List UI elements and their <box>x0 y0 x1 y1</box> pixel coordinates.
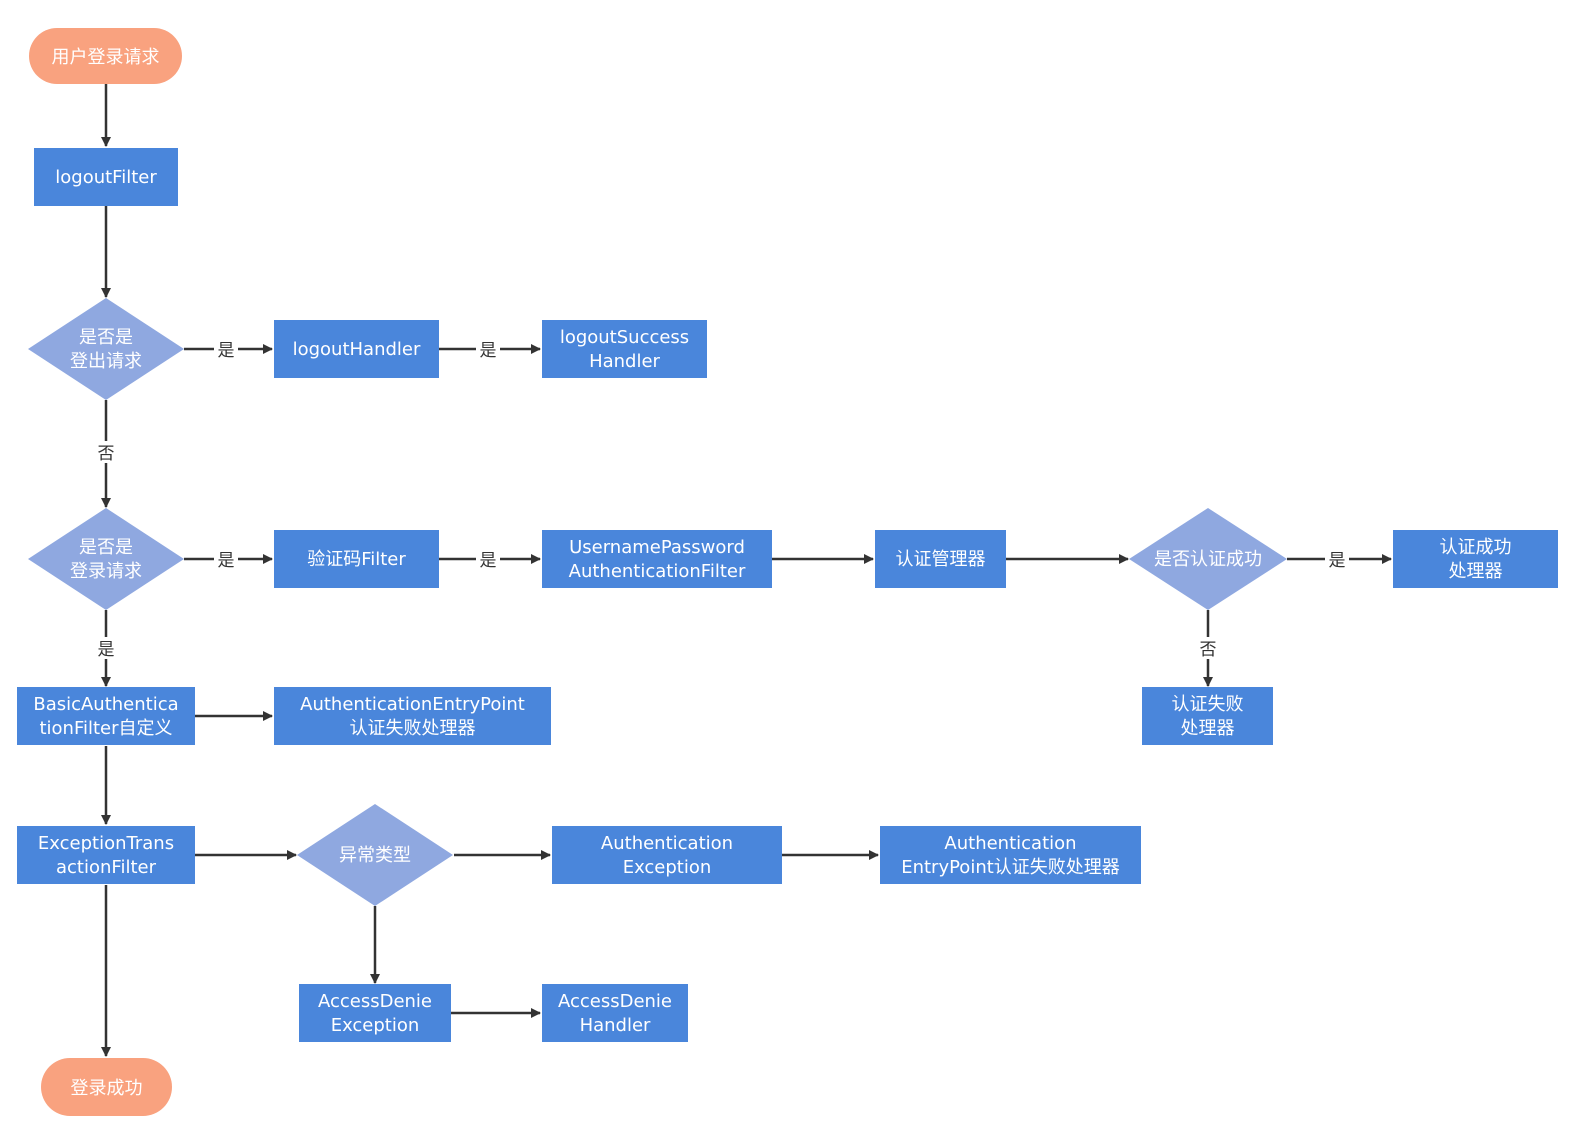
username-password-filter-label-line2: AuthenticationFilter <box>569 561 746 582</box>
edge-label-yes: 是 <box>218 551 235 571</box>
edge-label-yes: 是 <box>480 551 497 571</box>
login-decision-label-line1: 是否是 <box>79 537 133 558</box>
logout-handler-label: logoutHandler <box>293 339 421 360</box>
entry-point-handler-2-label-line2: EntryPoint认证失败处理器 <box>901 857 1120 878</box>
exception-type-decision-node: 异常类型 <box>297 804 453 906</box>
logout-decision-label-line2: 登出请求 <box>70 351 142 372</box>
logout-success-handler-label-line2: Handler <box>589 351 660 372</box>
logout-decision-label-line1: 是否是 <box>79 327 133 348</box>
edge-label-no: 否 <box>1200 640 1217 660</box>
access-denied-handler-label-line1: AccessDenie <box>558 991 672 1012</box>
auth-manager-node: 认证管理器 <box>875 530 1006 588</box>
authentication-exception-label-line2: Exception <box>623 857 712 878</box>
login-decision-label-line2: 登录请求 <box>70 561 142 582</box>
auth-success-handler-node: 认证成功 处理器 <box>1393 530 1558 588</box>
access-denied-exception-label-line1: AccessDenie <box>318 991 432 1012</box>
username-password-filter-label-line1: UsernamePassword <box>569 537 745 558</box>
logout-filter-node: logoutFilter <box>34 148 178 206</box>
edge-label-yes: 是 <box>218 341 235 361</box>
entry-point-handler-node-1: AuthenticationEntryPoint 认证失败处理器 <box>274 687 551 745</box>
entry-point-handler-2-label-line1: Authentication <box>944 833 1076 854</box>
logout-filter-label: logoutFilter <box>55 167 157 188</box>
end-node: 登录成功 <box>41 1058 172 1116</box>
entry-point-handler-1-label-line1: AuthenticationEntryPoint <box>300 694 525 715</box>
auth-success-decision-node: 是否认证成功 <box>1129 508 1287 610</box>
auth-manager-label: 认证管理器 <box>896 549 986 570</box>
start-node: 用户登录请求 <box>29 28 182 84</box>
edge-label-yes: 是 <box>98 640 115 660</box>
exception-translation-filter-label-line1: ExceptionTrans <box>38 833 174 854</box>
captcha-filter-label: 验证码Filter <box>307 549 406 570</box>
auth-success-decision-label: 是否认证成功 <box>1154 549 1262 570</box>
entry-point-handler-1-label-line2: 认证失败处理器 <box>350 718 476 739</box>
basic-auth-filter-node: BasicAuthentica tionFilter自定义 <box>17 687 195 745</box>
auth-failure-handler-label-line1: 认证失败 <box>1172 694 1244 715</box>
entry-point-handler-node-2: Authentication EntryPoint认证失败处理器 <box>880 826 1141 884</box>
basic-auth-filter-label-line1: BasicAuthentica <box>33 694 178 715</box>
authentication-exception-label-line1: Authentication <box>601 833 733 854</box>
start-node-label: 用户登录请求 <box>52 47 160 68</box>
auth-success-handler-label-line2: 处理器 <box>1449 561 1503 582</box>
edge-labels: 是 是 否 是 是 是 否 是 <box>94 338 1349 660</box>
logout-success-handler-node: logoutSuccess Handler <box>542 320 707 378</box>
edge-label-yes: 是 <box>1329 551 1346 571</box>
logout-handler-node: logoutHandler <box>274 320 439 378</box>
access-denied-exception-node: AccessDenie Exception <box>299 984 451 1042</box>
captcha-filter-node: 验证码Filter <box>274 530 439 588</box>
access-denied-exception-label-line2: Exception <box>331 1015 420 1036</box>
auth-failure-handler-label-line2: 处理器 <box>1181 718 1235 739</box>
auth-success-handler-label-line1: 认证成功 <box>1440 537 1512 558</box>
basic-auth-filter-label-line2: tionFilter自定义 <box>39 718 172 739</box>
end-node-label: 登录成功 <box>71 1078 143 1099</box>
logout-decision-node: 是否是 登出请求 <box>28 298 184 400</box>
auth-failure-handler-node: 认证失败 处理器 <box>1142 687 1273 745</box>
exception-translation-filter-node: ExceptionTrans actionFilter <box>17 826 195 884</box>
login-decision-node: 是否是 登录请求 <box>28 508 184 610</box>
access-denied-handler-label-line2: Handler <box>580 1015 651 1036</box>
logout-success-handler-label-line1: logoutSuccess <box>560 327 689 348</box>
access-denied-handler-node: AccessDenie Handler <box>542 984 688 1042</box>
authentication-exception-node: Authentication Exception <box>552 826 782 884</box>
username-password-filter-node: UsernamePassword AuthenticationFilter <box>542 530 772 588</box>
exception-type-decision-label: 异常类型 <box>339 845 411 866</box>
edge-label-yes: 是 <box>480 341 497 361</box>
edge-label-no: 否 <box>98 444 115 464</box>
exception-translation-filter-label-line2: actionFilter <box>56 857 157 878</box>
